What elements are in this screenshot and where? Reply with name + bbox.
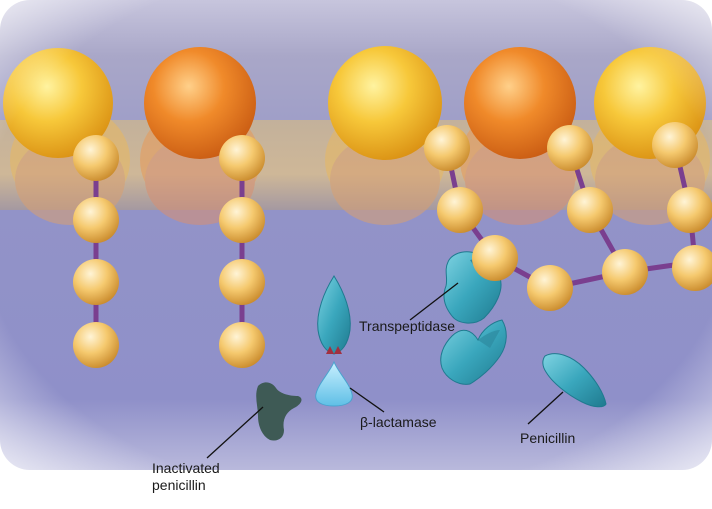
label-transpeptidase: Transpeptidase (359, 318, 455, 334)
label-inactivated-line2: penicillin (152, 477, 206, 493)
label-beta-lactamase: β-lactamase (360, 414, 437, 430)
label-inactivated-penicillin: Inactivated penicillin (152, 460, 220, 494)
label-inactivated-line1: Inactivated (152, 460, 220, 476)
label-penicillin: Penicillin (520, 430, 576, 446)
